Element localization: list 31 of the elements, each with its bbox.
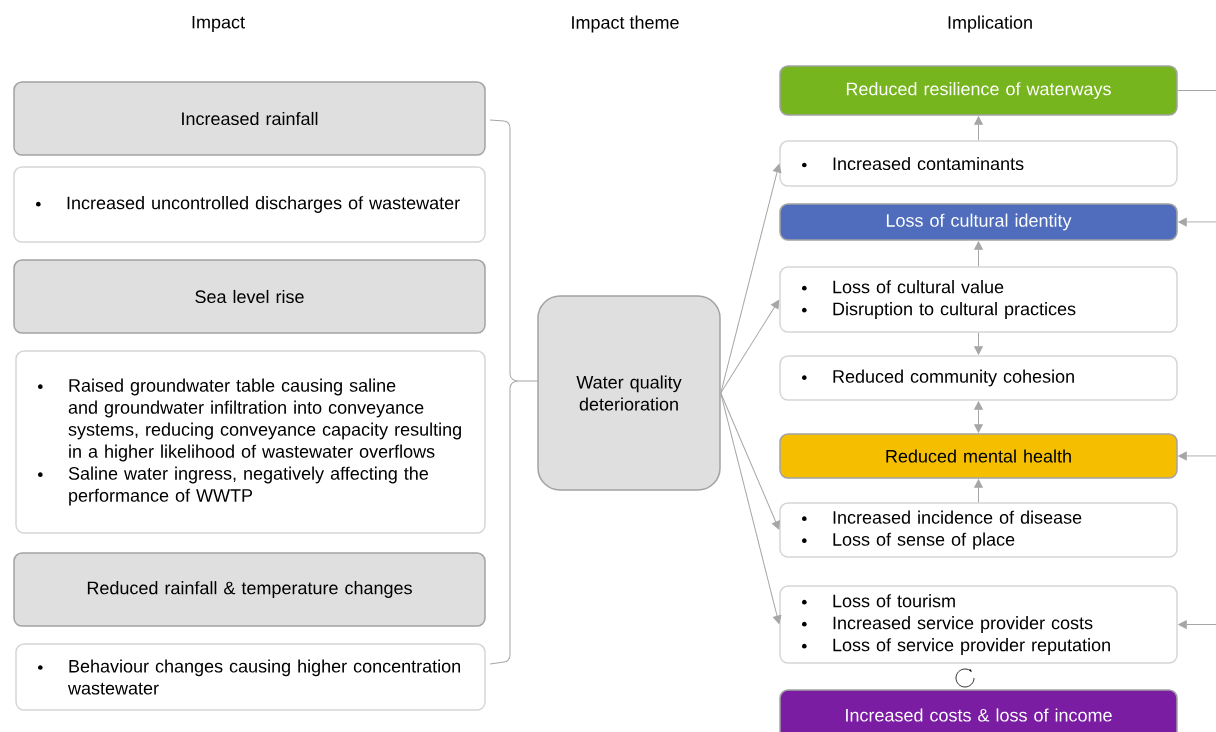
arrow <box>974 332 983 355</box>
bullet-list-box: Increased contaminants <box>779 140 1178 187</box>
bullet-list-box: Increased incidence of disease Loss of sense of place <box>779 502 1178 558</box>
bullet-list-box: Loss of tourism Increased service provider costs Loss of service provider reputation <box>779 585 1178 664</box>
arrow <box>720 392 780 530</box>
impact-box: Loss of cultural identity <box>779 203 1178 241</box>
arrow <box>974 241 983 267</box>
arrow <box>720 299 780 394</box>
column-heading: Impact theme <box>572 15 679 33</box>
heading-box: Increased rainfall <box>13 81 486 156</box>
column-heading: Implication <box>948 15 1032 33</box>
theme-box: Water quality deterioration <box>537 295 721 491</box>
bullet-list-box: Increased uncontrolled discharges of wastewater <box>13 166 486 243</box>
impact-box: Reduced resilience of waterways <box>779 65 1178 116</box>
arrow <box>1178 217 1216 227</box>
arrow <box>1178 620 1216 629</box>
impact-box: Increased costs & loss of income <box>779 689 1178 732</box>
bullet-list-box: Loss of cultural value Disruption to cultural practices <box>779 266 1178 333</box>
arrow <box>974 401 983 433</box>
bullet-list-box: Raised groundwater table causing saline and groundwater infiltration into conveyance systems, reducing conveyance capacity resulting in a higher likelihood of wastewater overflows Saline water ingress, negatively affecting the performance of WWTP <box>15 350 486 534</box>
column-heading: Impact <box>192 15 245 33</box>
impact-box: Reduced mental health <box>779 433 1178 479</box>
arrow <box>974 116 983 141</box>
arrow <box>720 392 782 624</box>
bullet-list-box: Reduced community cohesion <box>779 355 1178 401</box>
heading-box: Sea level rise <box>13 259 486 334</box>
arrow <box>1178 451 1216 461</box>
arrow <box>974 479 983 503</box>
heading-box: Reduced rainfall & temperature changes <box>13 552 486 627</box>
arrow <box>720 164 782 394</box>
bullet-list-box: Behaviour changes causing higher concentration wastewater <box>15 643 486 711</box>
